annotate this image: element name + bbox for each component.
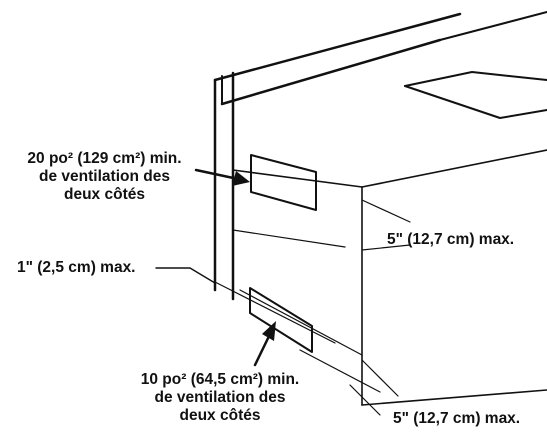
bottom-vent-opening: [249, 287, 313, 353]
bottom-vent-label: 10 po² (64,5 cm²) min. de ventilation de…: [120, 371, 320, 425]
cooktop-opening: [404, 71, 547, 119]
cabinet-outline: [213, 12, 462, 301]
top-vent-opening: [250, 154, 317, 211]
bottom-vent-arrowhead: [262, 321, 276, 341]
top-gap-label: 1" (2,5 cm) max.: [17, 259, 136, 276]
top-gap-leader: [155, 267, 216, 284]
bottom-vent-label-line1: 10 po² (64,5 cm²) min.: [140, 371, 300, 388]
bottom-gap-label: 5" (12,7 cm) max.: [393, 410, 521, 427]
side-gap-label: 5" (12,7 cm) max.: [387, 231, 515, 248]
appliance-body: [232, 149, 547, 406]
top-vent-label-line3: deux côtés: [64, 186, 145, 203]
countertop-edge: [221, 11, 547, 105]
top-vent-label: 20 po² (129 cm²) min. de ventilation des…: [12, 150, 197, 204]
side-gap-lines: [232, 199, 411, 251]
top-vent-label-line1: 20 po² (129 cm²) min.: [27, 150, 182, 167]
top-vent-arrow: [194, 168, 240, 181]
bottom-vent-label-line3: deux côtés: [179, 407, 261, 424]
top-vent-arrowhead: [232, 171, 250, 186]
bottom-vent-label-line2: de ventilation des: [154, 389, 286, 406]
bottom-gap-lines: [214, 281, 399, 416]
top-vent-label-line2: de ventilation des: [39, 168, 170, 185]
